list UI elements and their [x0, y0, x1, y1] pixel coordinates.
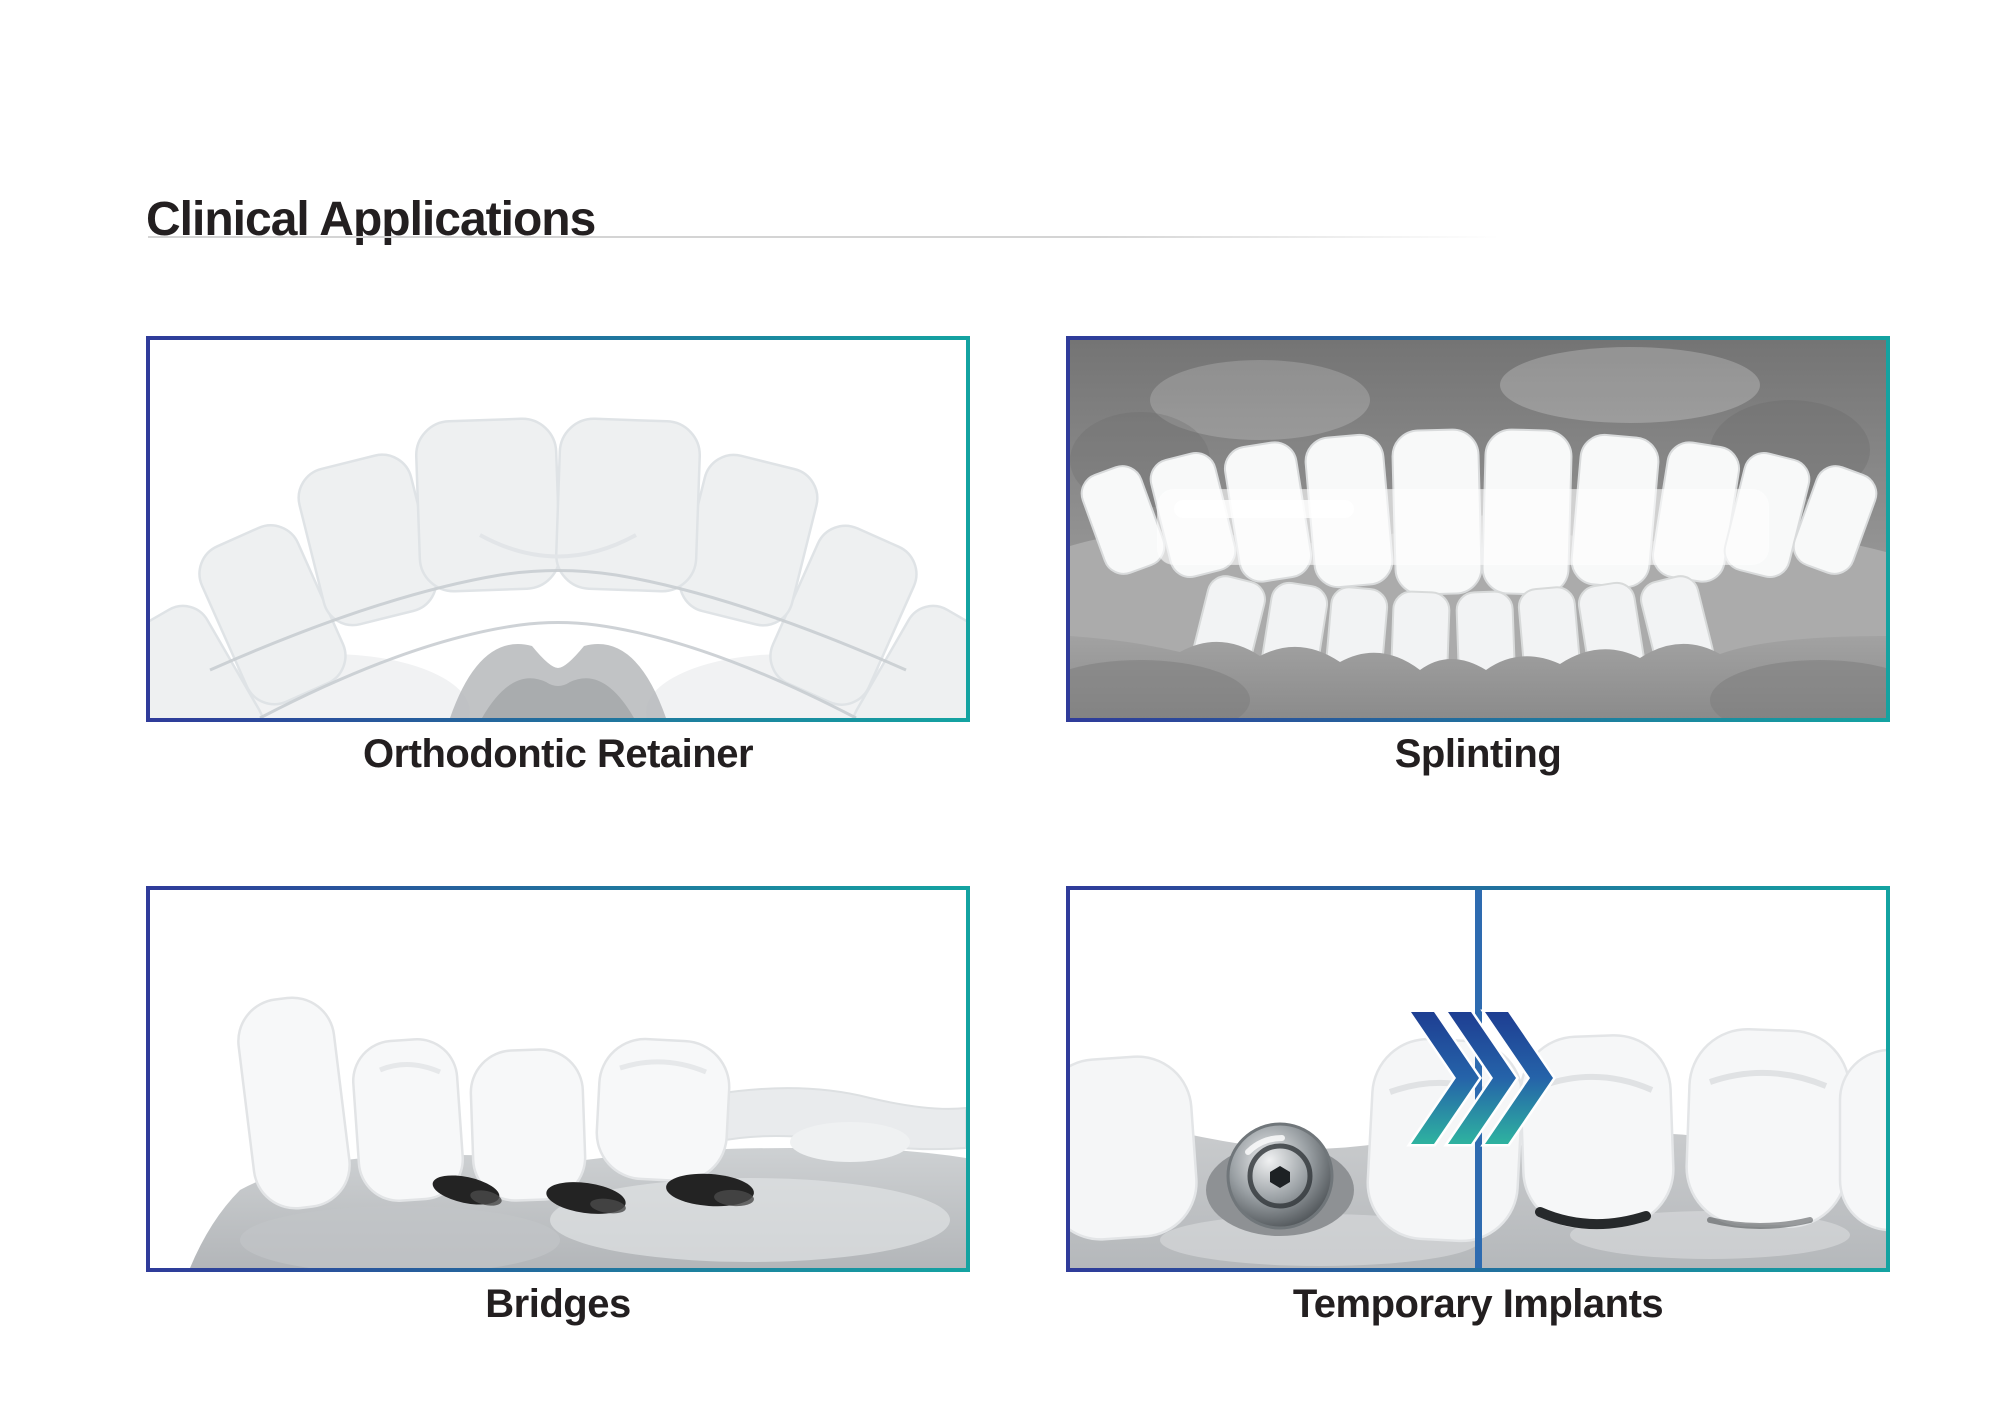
- page-title: Clinical Applications: [146, 193, 596, 247]
- caption-orthodontic-retainer: Orthodontic Retainer: [362, 732, 754, 776]
- card-orthodontic-retainer: [146, 336, 970, 722]
- card-temporary-implants: [1066, 886, 1890, 1272]
- temporary-implants-before-after-photo: [1070, 890, 1886, 1268]
- bridges-photo: [150, 890, 966, 1268]
- implant-fixture: [1226, 1122, 1334, 1230]
- splinting-photo: [1070, 340, 1886, 718]
- caption-splinting: Splinting: [1394, 732, 1562, 776]
- card-splinting: [1066, 336, 1890, 722]
- triple-chevron-right-icon: [1406, 1009, 1557, 1147]
- caption-temporary-implants: Temporary Implants: [1292, 1282, 1664, 1326]
- title-divider-rule: [148, 236, 1500, 238]
- orthodontic-retainer-photo: [150, 340, 966, 718]
- caption-bridges: Bridges: [485, 1282, 631, 1326]
- card-bridges: [146, 886, 970, 1272]
